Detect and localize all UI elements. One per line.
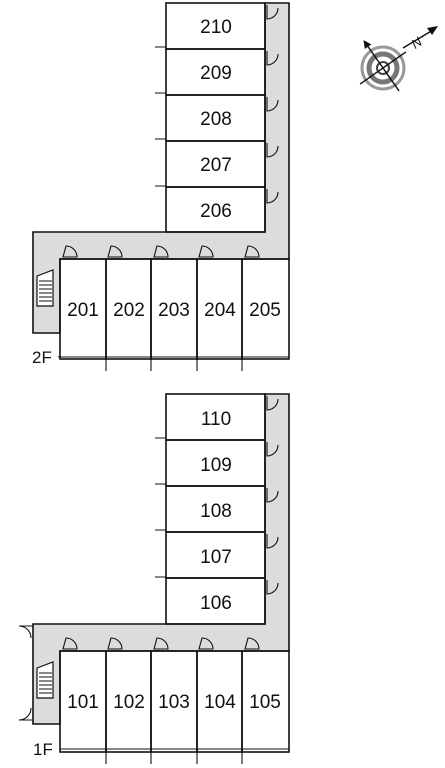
room-label: 202 xyxy=(113,300,145,321)
room-label: 104 xyxy=(204,692,236,713)
row-rooms-1f: 101 102 103 104 105 xyxy=(59,650,290,764)
room-206[interactable] xyxy=(165,186,266,233)
north-arrow-compass-icon: N xyxy=(359,26,438,92)
room-label: 109 xyxy=(200,455,232,476)
room-label: 209 xyxy=(200,63,232,84)
room-label: 101 xyxy=(67,692,99,713)
room-label: 201 xyxy=(67,300,99,321)
tower-rooms-2f: 210 209 208 207 206 xyxy=(155,2,266,233)
floor-1f: 110 109 108 107 106 101 102 103 104 105 xyxy=(18,393,290,764)
floor-2f: 210 209 208 207 206 201 202 203 204 xyxy=(32,2,290,371)
corridor-2f xyxy=(32,2,290,334)
room-label: 102 xyxy=(113,692,145,713)
room-label: 103 xyxy=(158,692,190,713)
tower-rooms-1f: 110 109 108 107 106 xyxy=(155,393,266,625)
stairs-2f xyxy=(36,269,54,307)
stairs-1f xyxy=(36,661,54,699)
room-105[interactable] xyxy=(241,650,290,753)
doors-row-1f xyxy=(62,637,260,650)
room-label: 106 xyxy=(200,593,232,614)
room-label: 108 xyxy=(200,501,232,522)
room-label: 110 xyxy=(201,409,231,430)
room-label: 208 xyxy=(200,109,232,130)
floor-label: 2F xyxy=(32,348,52,367)
room-106[interactable] xyxy=(165,577,266,625)
room-label: 207 xyxy=(200,155,232,176)
room-label: 205 xyxy=(249,300,281,321)
doors-row-2f xyxy=(62,245,260,258)
room-205[interactable] xyxy=(241,258,290,360)
row-rooms-2f: 201 202 203 204 205 xyxy=(59,258,290,371)
doors-tower-1f xyxy=(266,396,279,595)
doors-tower-2f xyxy=(266,5,279,204)
corridor-1f xyxy=(32,393,290,725)
room-label: 105 xyxy=(249,692,281,713)
room-label: 204 xyxy=(204,300,236,321)
room-label: 107 xyxy=(200,547,232,568)
room-label: 206 xyxy=(200,201,232,222)
floor-label: 1F xyxy=(33,740,53,759)
entrance-doors-1f xyxy=(18,625,33,721)
room-label: 210 xyxy=(200,17,232,38)
room-label: 203 xyxy=(158,300,190,321)
